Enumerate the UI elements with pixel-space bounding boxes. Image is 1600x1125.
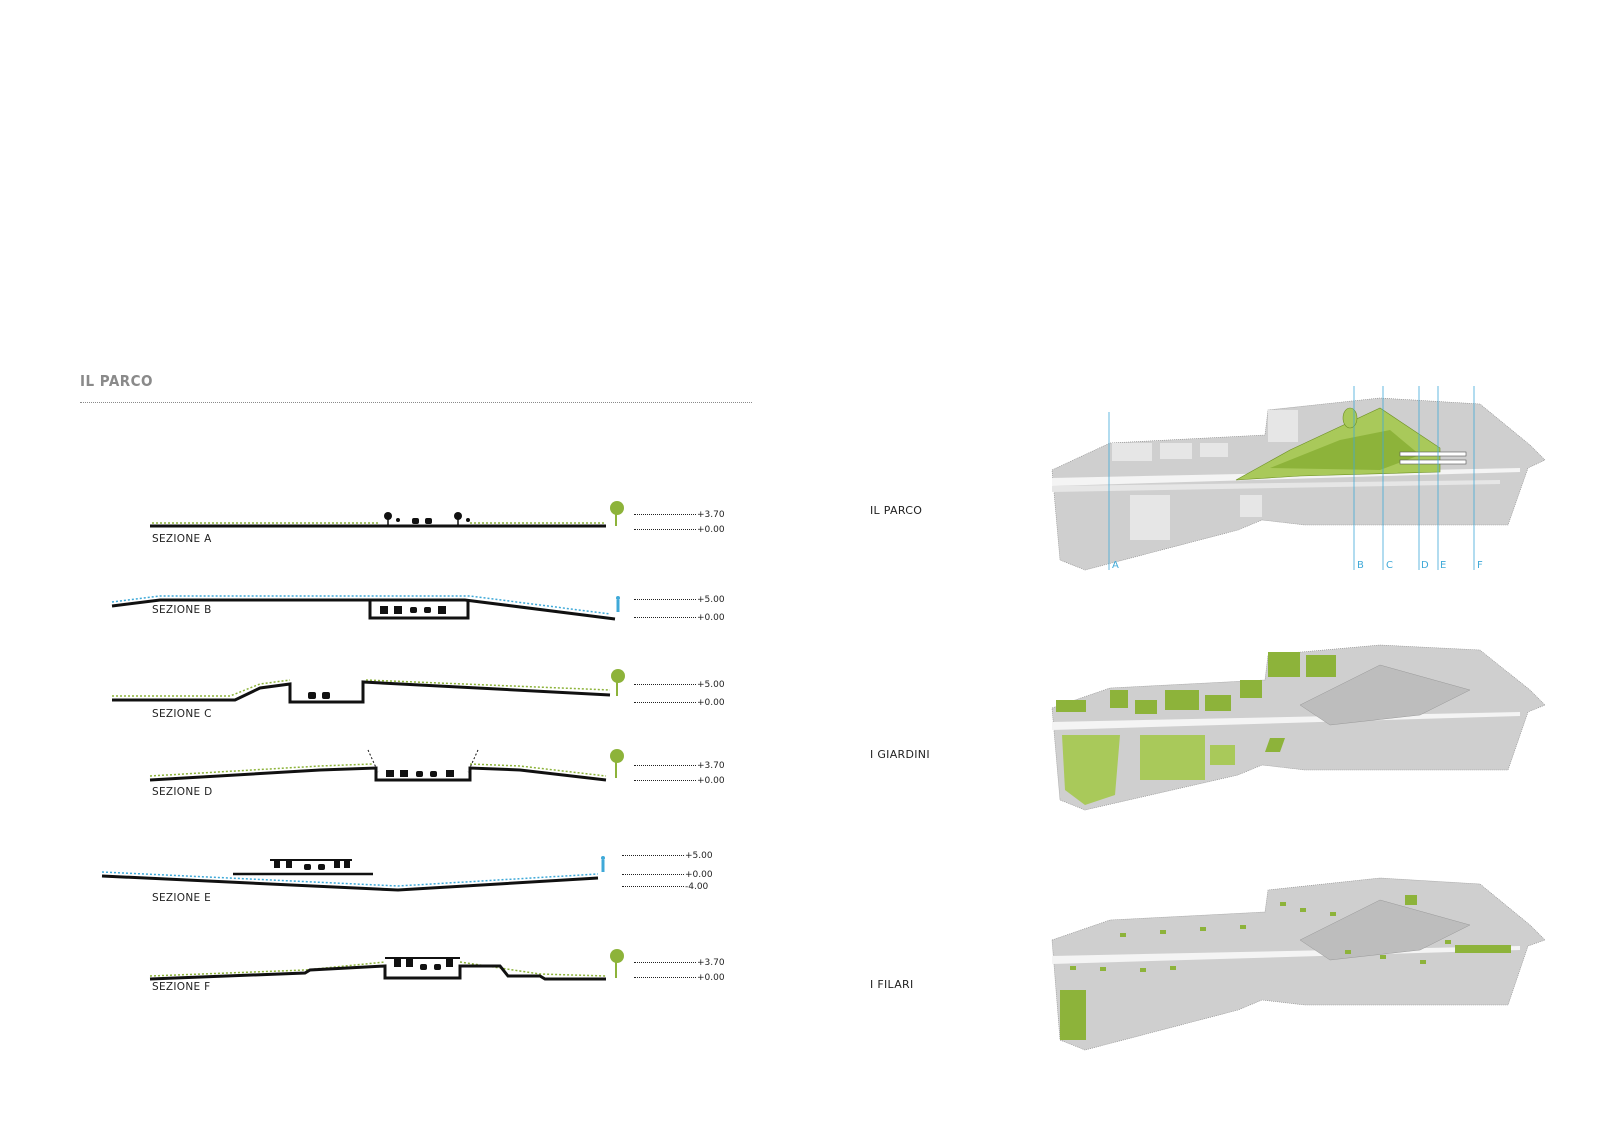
plan-label: I GIARDINI: [870, 748, 930, 761]
level-mark: +0.00: [634, 525, 725, 535]
cut-line-label: A: [1112, 560, 1119, 571]
section-label: SEZIONE E: [152, 892, 212, 904]
level-mark: +3.70: [634, 958, 725, 968]
plan-i-filari: [1051, 877, 1546, 1051]
cut-line-label: F: [1477, 560, 1483, 571]
person-icon: [616, 596, 620, 600]
level-mark: +5.00: [634, 680, 725, 690]
plan-il-parco: [1051, 386, 1546, 571]
page-title: IL PARCO: [80, 372, 154, 390]
section-f-drawing: [149, 949, 624, 981]
title-divider: [80, 402, 752, 403]
level-mark: +3.70: [634, 510, 725, 520]
section-label: SEZIONE A: [152, 533, 212, 545]
level-mark: +0.00: [634, 698, 725, 708]
level-mark: +0.00: [634, 613, 725, 623]
section-b-drawing: [111, 595, 620, 621]
level-mark: +5.00: [622, 851, 713, 861]
level-mark: +0.00: [634, 973, 725, 983]
section-label: SEZIONE B: [152, 604, 212, 616]
plan-label: IL PARCO: [870, 504, 923, 517]
plan-label: I FILARI: [870, 978, 914, 991]
cut-line-label: E: [1440, 560, 1447, 571]
plan-i-giardini: [1051, 644, 1546, 811]
section-label: SEZIONE C: [152, 708, 212, 720]
section-e-drawing: [101, 856, 605, 892]
section-d-drawing: [149, 749, 624, 782]
level-mark: -4.00: [622, 882, 708, 892]
section-label: SEZIONE D: [152, 786, 213, 798]
section-label: SEZIONE F: [152, 981, 211, 993]
person-icon: [601, 856, 605, 860]
section-c-drawing: [112, 669, 625, 704]
section-a-drawing: [150, 501, 624, 528]
level-mark: +0.00: [634, 776, 725, 786]
level-mark: +3.70: [634, 761, 725, 771]
level-mark: +5.00: [634, 595, 725, 605]
cut-line-label: C: [1386, 560, 1393, 571]
level-mark: +0.00: [622, 870, 713, 880]
cut-line-label: D: [1421, 560, 1429, 571]
cut-line-label: B: [1357, 560, 1364, 571]
